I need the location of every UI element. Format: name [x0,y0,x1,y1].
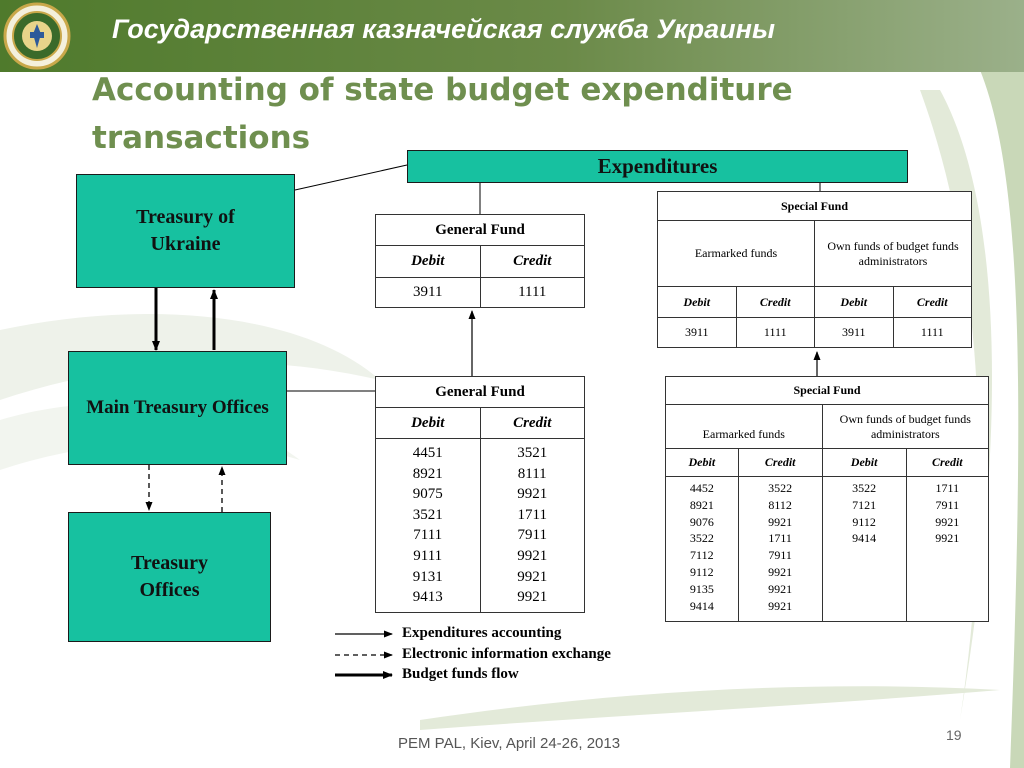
account-code: 7112 [690,548,714,563]
credit-header: Credit [479,245,585,278]
account-code: 9112 [690,564,714,579]
account-code: 3522 [768,481,793,495]
account-code: 9112 [852,514,876,529]
account-code: 9921 [517,568,548,585]
account-code: 7111 [413,527,443,544]
debit-header: Debit [375,407,481,439]
treasury-emblem-icon [3,2,71,70]
treasury-offices-box: Treasury Offices [68,512,271,642]
page-title: Accounting of state budget expenditure t… [92,72,793,156]
account-code: 7121 [852,497,877,512]
account-code: 9413 [412,589,443,606]
account-code: 9135 [689,581,714,596]
table-title: Special Fund [657,191,972,221]
account-code: 9111 [413,547,443,564]
table-cell: 1111 [892,317,972,348]
debit-header: Debit [375,245,481,278]
account-code: 4452 [689,481,714,495]
account-code: 8921 [689,497,714,512]
account-code: 7911 [768,548,792,563]
account-code: 9921 [768,581,793,596]
account-code: 9921 [517,547,548,564]
expenditures-box: Expenditures [407,150,908,183]
account-code: 8921 [412,465,443,482]
credit-value: 1111 [479,277,585,308]
table-title: General Fund [375,214,585,246]
table-title: Special Fund [665,376,989,405]
account-code: 9921 [935,531,960,546]
account-code: 9414 [689,598,714,613]
main-treasury-offices-label: Main Treasury Offices [86,397,269,418]
account-code: 3521 [412,506,443,523]
general-fund-top-table: General Fund Debit Credit 3911 1111 [375,214,585,308]
account-code: 9075 [412,486,443,503]
special-fund-top-table: Special Fund Earmarked funds Own funds o… [657,191,972,348]
treasury-of-ukraine-label: Treasury of Ukraine [136,206,235,255]
credit-header: Credit [479,407,585,439]
account-code: 3521 [517,445,548,461]
earmarked-header: Earmarked funds [657,220,815,287]
page-number: 19 [946,727,962,743]
account-code: 9921 [768,514,793,529]
general-fund-bottom-table: General Fund Debit Credit 4451 8921 9075… [375,376,585,613]
account-code: 8111 [517,465,547,482]
account-code: 9921 [768,598,793,613]
debit-value: 3911 [375,277,481,308]
account-code: 3522 [689,531,714,546]
account-code: 8112 [768,497,792,512]
credit-header: Credit [905,448,990,477]
account-code: 9921 [768,564,793,579]
account-code: 9076 [689,514,714,529]
legend-expenditures-accounting: Expenditures accounting [402,625,562,641]
table-title: General Fund [375,376,585,408]
table-cell: 3911 [657,317,737,348]
own-funds-header: Own funds of budget funds administrators [814,220,972,287]
account-code: 9921 [935,514,960,529]
debit-header: Debit [821,448,907,477]
earmarked-debit-cell: 4452 8921 9076 3522 7112 9112 9135 9414 [665,476,739,622]
account-code: 7911 [517,527,547,544]
debit-header: Debit [657,286,737,318]
credit-header: Credit [737,448,823,477]
account-code: 9414 [852,531,877,546]
earmarked-credit-cell: 3522 8112 9921 1711 7911 9921 9921 9921 [737,476,823,622]
legend-budget-funds-flow: Budget funds flow [402,666,519,682]
main-treasury-offices-box: Main Treasury Offices [68,351,287,465]
treasury-offices-label: Treasury Offices [130,552,209,601]
account-code: 9921 [517,589,548,606]
own-credit-cell: 1711 7911 9921 9921 [905,476,990,622]
footer-text: PEM PAL, Kiev, April 24-26, 2013 [398,735,621,752]
debit-header: Debit [665,448,739,477]
banner-title: Государственная казначейская служба Укра… [112,14,776,44]
credit-accounts-cell: 3521 8111 9921 1711 7911 9921 9921 9921 [479,438,585,613]
account-code: 4451 [412,445,443,461]
treasury-of-ukraine-box: Treasury of Ukraine [76,174,295,288]
special-fund-bottom-table: Special Fund Earmarked funds Own funds o… [665,376,990,622]
account-code: 1711 [768,531,792,546]
credit-header: Credit [892,286,972,318]
table-cell: 1111 [735,317,815,348]
account-code: 3522 [852,481,877,495]
own-funds-header: Own funds of budget funds administrators [821,404,990,449]
account-code: 9921 [517,486,548,503]
account-code: 9131 [412,568,443,585]
expenditures-label: Expenditures [597,154,718,178]
earmarked-header: Earmarked funds [665,404,823,449]
credit-header: Credit [735,286,815,318]
debit-accounts-cell: 4451 8921 9075 3521 7111 9111 9131 9413 [375,438,481,613]
header-banner [0,0,1024,72]
account-code: 1711 [517,506,547,523]
account-code: 7911 [935,497,960,512]
account-code: 1711 [935,481,960,495]
debit-header: Debit [814,286,894,318]
own-debit-cell: 3522 7121 9112 9414 [821,476,907,622]
legend-electronic-exchange: Electronic information exchange [402,646,611,662]
table-cell: 3911 [814,317,894,348]
